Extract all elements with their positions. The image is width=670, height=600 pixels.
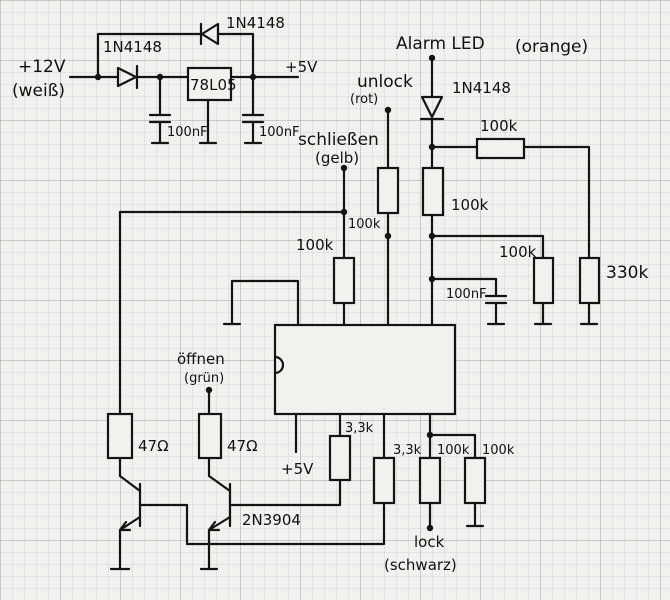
schliessen-label: schließen (298, 130, 379, 150)
wire (216, 32, 255, 79)
lock-terminal (426, 524, 434, 532)
capacitor-supply-input (148, 75, 172, 145)
alarm-led-label: Alarm LED (396, 34, 485, 54)
capacitor-alarm (484, 277, 508, 326)
unlock-label: unlock (357, 72, 413, 92)
power-supply-section: +12V (weiß) 1N4148 1N4148 78L05 100nF 10… (12, 14, 318, 145)
alarm-led-color: (orange) (515, 37, 588, 57)
lock-label: lock (414, 533, 445, 551)
wire (96, 32, 204, 79)
ic-section: +5V (222, 279, 477, 478)
resistor-47-right (197, 412, 223, 460)
driver-section: 47Ω 47Ω 2N3904 3,3k 3,3k (106, 412, 422, 571)
resistor-alarm-series-label: 100k (480, 117, 518, 135)
oeffnen-section: öffnen (grün) (177, 350, 225, 416)
cap-input-label: 100nF (167, 125, 208, 140)
regulator-78l05 (186, 66, 233, 102)
resistor-schliessen (332, 256, 356, 305)
regulator-label: 78L05 (190, 76, 237, 94)
resistor-schliessen-label: 100k (296, 236, 334, 254)
transistor-type-label: 2N3904 (242, 511, 301, 529)
oeffnen-color: (grün) (184, 371, 224, 386)
resistor-unlock (376, 166, 400, 215)
ic-supply-label: +5V (281, 460, 314, 478)
wire (430, 234, 545, 260)
wire (230, 279, 300, 327)
resistor-lock-1-label: 100k (437, 443, 470, 458)
supply-input-label: +12V (18, 57, 66, 77)
resistor-lock-2-label: 100k (482, 443, 515, 458)
unlock-section: unlock (rot) (350, 72, 413, 327)
supply-input-color: (weiß) (12, 81, 65, 101)
cap-output-label: 100nF (259, 125, 300, 140)
resistor-alarm-pull-label: 100k (451, 196, 489, 214)
capacitor-alarm-label: 100nF (446, 287, 487, 302)
alarm-led-section: Alarm LED (orange) 1N4148 100k 330k 100k… (396, 34, 648, 327)
ic-chip (273, 323, 457, 416)
resistor-lock-2 (463, 456, 487, 505)
resistor-330k-label: 330k (606, 263, 648, 283)
resistor-schliessen-top-label: 100k (348, 217, 381, 232)
wire (428, 433, 477, 460)
resistor-47-left (106, 412, 134, 460)
diode-alarm-label: 1N4148 (452, 79, 511, 97)
diode-input-label: 1N4148 (103, 38, 162, 56)
resistor-3k3-b-label: 3,3k (393, 443, 422, 458)
lock-section: 100k lock (schwarz) 100k (384, 443, 515, 574)
resistor-lock-1 (418, 456, 442, 505)
diode-bypass-label: 1N4148 (226, 14, 285, 32)
transistor-left (118, 456, 142, 571)
schliessen-color: (gelb) (315, 149, 359, 167)
resistor-3k3-a-label: 3,3k (345, 421, 374, 436)
resistor-alarm-divider (532, 256, 555, 305)
wire (228, 478, 342, 507)
wire (118, 210, 346, 416)
capacitor-supply-output (241, 75, 265, 145)
schliessen-section: schließen (gelb) 100k 100k (118, 130, 381, 416)
resistor-alarm-series (475, 137, 526, 160)
resistor-330k (578, 256, 601, 305)
resistor-47-right-label: 47Ω (227, 437, 258, 455)
resistor-alarm-divider-label: 100k (499, 243, 537, 261)
wire (522, 145, 591, 260)
unlock-color: (rot) (350, 92, 378, 107)
lock-color: (schwarz) (384, 556, 457, 574)
resistor-47-left-label: 47Ω (138, 437, 169, 455)
supply-output-label: +5V (285, 58, 318, 76)
junction-dot (384, 232, 392, 240)
ic-notch (273, 355, 285, 375)
resistor-3k3-b (372, 456, 396, 505)
oeffnen-label: öffnen (177, 350, 225, 368)
resistor-alarm-pull (421, 166, 445, 217)
resistor-3k3-a (328, 434, 352, 482)
wire (138, 501, 386, 546)
